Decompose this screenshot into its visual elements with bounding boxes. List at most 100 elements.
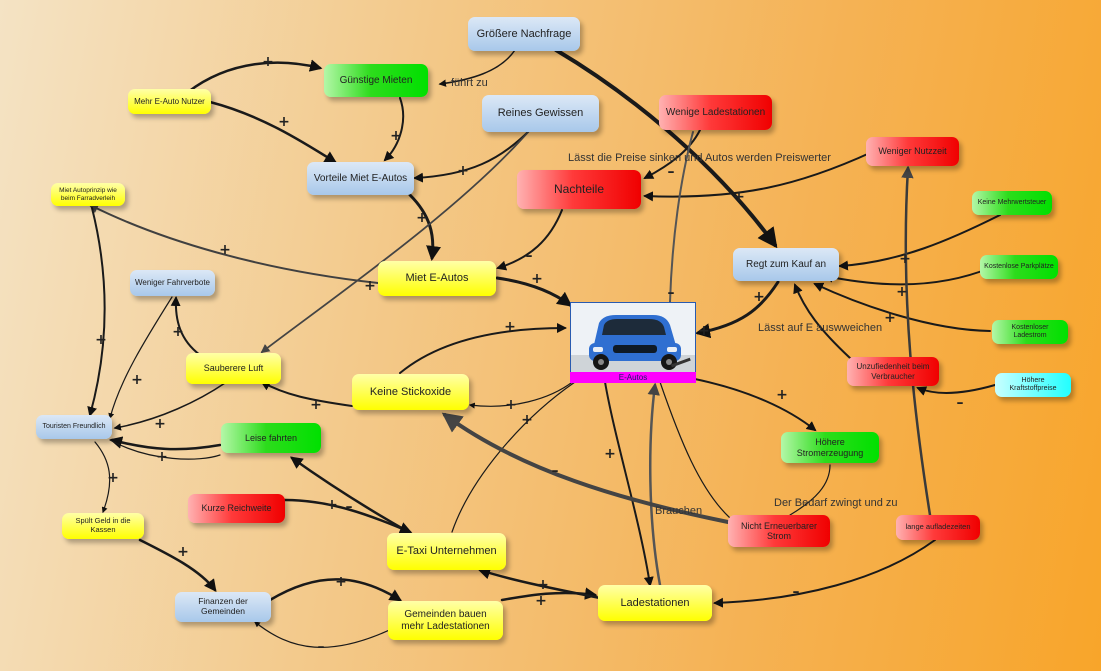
edge-label-fuehrt-zu: führt zu <box>451 77 488 89</box>
sign-plus: + <box>156 449 168 465</box>
sign-plus: + <box>278 114 290 130</box>
node-guenstige-mieten[interactable]: Günstige Mieten <box>324 64 428 97</box>
node-spuelt-geld[interactable]: Spült Geld in die Kassen <box>62 513 144 539</box>
edge-nachfrage-to-regt <box>554 48 778 249</box>
edge-eautos-to-wenige <box>669 131 694 303</box>
edge-label-bedarf: Der Bedarf zwingt und zu <box>774 497 898 509</box>
node-weniger-fahrverbote[interactable]: Weniger Fahrverbote <box>130 270 215 296</box>
sign-minus: – <box>551 463 559 479</box>
edge-eautos-to-keine-stick2 <box>470 350 560 398</box>
sign-plus: + <box>698 323 710 339</box>
node-groessere-nachfrage[interactable]: Größere Nachfrage <box>468 17 580 51</box>
node-kurze-reichweite[interactable]: Kurze Reichweite <box>188 494 285 523</box>
edge-aufladezeiten-to-ladest <box>713 539 936 608</box>
node-lange-aufladezeiten[interactable]: lange aufladezeiten <box>896 515 980 540</box>
e-autos-label: E-Autos <box>570 372 696 383</box>
edge-miet-to-autoprinzip <box>88 204 379 284</box>
node-touristen-freundlich[interactable]: Touristen Freundlich <box>36 415 112 439</box>
edge-guenstige-to-vorteile <box>383 97 405 162</box>
node-leise-fahrten[interactable]: Leise fahrten <box>221 423 321 453</box>
sign-plus: + <box>154 416 166 432</box>
edge-mehr-nutzer-to-vorteile <box>208 100 338 164</box>
edge-nicht-to-keine-stick <box>441 412 730 524</box>
edge-autoprinzip-to-touristen <box>87 207 106 417</box>
sign-plus: + <box>537 577 549 593</box>
sign-plus: + <box>899 251 911 267</box>
edge-gemeinden-to-finanzen <box>254 621 401 648</box>
edge-fahrverbote-to-touristen <box>108 296 173 420</box>
edge-mehr-nutzer-to-guenstige <box>186 59 323 94</box>
edge-kurze-to-etaxi <box>283 498 413 534</box>
edge-nachteile-to-miet <box>496 209 563 271</box>
node-keine-stickoxide[interactable]: Keine Stickoxide <box>352 374 469 410</box>
edge-reines-to-vorteile <box>413 129 531 183</box>
edge-label-laesst-auf-e: Lässt auf E auswweichen <box>758 322 883 334</box>
edge-touristen-to-spuelt <box>94 441 111 514</box>
sign-minus: – <box>667 285 675 301</box>
edge-sauberere-to-fahrverbote <box>170 296 201 356</box>
sign-minus: – <box>956 395 964 411</box>
edge-ladest-to-etaxi <box>477 567 602 600</box>
node-miet-autoprinzip[interactable]: Miet Autoprinzip wie beim Farradverleih <box>51 183 125 206</box>
sign-plus: + <box>753 289 765 305</box>
node-miet-e-autos[interactable]: Miet E-Autos <box>378 261 496 296</box>
sign-plus: + <box>733 189 745 205</box>
node-vorteile-miet-e-autos[interactable]: Vorteile Miet E-Autos <box>307 162 414 195</box>
edge-keine-mwst-to-regt <box>838 214 1001 271</box>
sign-plus: + <box>535 593 547 609</box>
node-unzufriedenheit[interactable]: Unzufiedenheit beim Verbraucher <box>847 357 939 386</box>
edge-label-laesst-preise: Lässt die Preise sinken und Autos werden… <box>568 152 831 164</box>
edge-sauberere-to-touristen <box>113 382 226 431</box>
node-hoehere-stromerzeugung[interactable]: Höhere Stromerzeugung <box>781 432 879 463</box>
edge-ladestrom-to-regt <box>813 282 991 332</box>
node-sauberere-luft[interactable]: Sauberere Luft <box>186 353 281 384</box>
edge-aufladezeiten-to-nutzzeit <box>901 165 932 517</box>
sign-plus: + <box>521 412 533 428</box>
node-mehr-e-auto-nutzer[interactable]: Mehr E-Auto Nutzer <box>128 89 211 114</box>
sign-plus: + <box>896 284 908 300</box>
edge-miet-to-eautos <box>495 276 573 307</box>
sign-plus: + <box>310 397 322 413</box>
edge-eautos-to-nicht <box>659 381 731 519</box>
sign-plus: + <box>504 319 516 335</box>
edge-vorteile-to-miet <box>408 193 441 261</box>
node-kostenloser-ladestrom[interactable]: Kostenloser Ladestrom <box>992 320 1068 344</box>
e-auto-image[interactable] <box>570 302 696 382</box>
edge-keine-stick-to-sauberere <box>260 381 353 407</box>
edge-etaxi-to-leise <box>289 456 407 532</box>
node-finanzen-der-gemeinden[interactable]: Finanzen der Gemeinden <box>175 592 271 622</box>
node-nicht-erneuerbarer-strom[interactable]: Nicht Erneuerbarer Strom <box>728 515 830 547</box>
edge-unzufrieden-to-regt <box>793 283 851 359</box>
sign-plus: + <box>326 497 338 513</box>
sign-plus: + <box>776 387 788 403</box>
sign-plus: + <box>131 372 143 388</box>
sign-plus: + <box>457 163 469 179</box>
car-icon <box>571 303 695 381</box>
sign-minus: – <box>792 584 800 600</box>
node-ladestationen[interactable]: Ladestationen <box>598 585 712 621</box>
edge-label-brauchen: Brauchen <box>655 505 703 517</box>
sign-plus: + <box>604 446 616 462</box>
sign-minus: – <box>525 248 533 264</box>
edge-eautos-to-stromerzeugung <box>689 377 817 432</box>
edge-keine-stick-to-eautos <box>399 323 567 374</box>
edge-spuelt-to-finanzen <box>138 538 217 592</box>
edge-leise-to-touristen <box>109 436 222 451</box>
edge-finanzen-to-gemeinden <box>268 578 403 602</box>
node-kostenlose-parkplaetze[interactable]: Kostenlose Parkplätze <box>980 255 1058 279</box>
node-hoehere-kraftstoffpreise[interactable]: Höhere Kraftstoffpreise <box>995 373 1071 397</box>
node-e-taxi-unternehmen[interactable]: E-Taxi Unternehmen <box>387 533 506 570</box>
edge-ladest-to-eautos <box>647 382 662 587</box>
sign-plus: + <box>335 574 347 590</box>
node-gemeinden-bauen[interactable]: Gemeinden bauen mehr Ladestationen <box>388 601 503 640</box>
node-weniger-nutzzeit[interactable]: Weniger Nutzzeit <box>866 137 959 166</box>
edge-nachfrage-to-vorteile <box>438 49 516 87</box>
node-reines-gewissen[interactable]: Reines Gewissen <box>482 95 599 132</box>
node-nachteile[interactable]: Nachteile <box>517 170 641 209</box>
node-regt-zum-kauf-an[interactable]: Regt zum Kauf an <box>733 248 839 281</box>
edge-reines-to-sauberere <box>260 131 529 354</box>
sign-plus: + <box>95 332 107 348</box>
node-keine-mehrwertsteuer[interactable]: Keine Mehrwertsteuer <box>972 191 1052 215</box>
node-wenige-ladestationen[interactable]: Wenige Ladestationen <box>659 95 772 130</box>
